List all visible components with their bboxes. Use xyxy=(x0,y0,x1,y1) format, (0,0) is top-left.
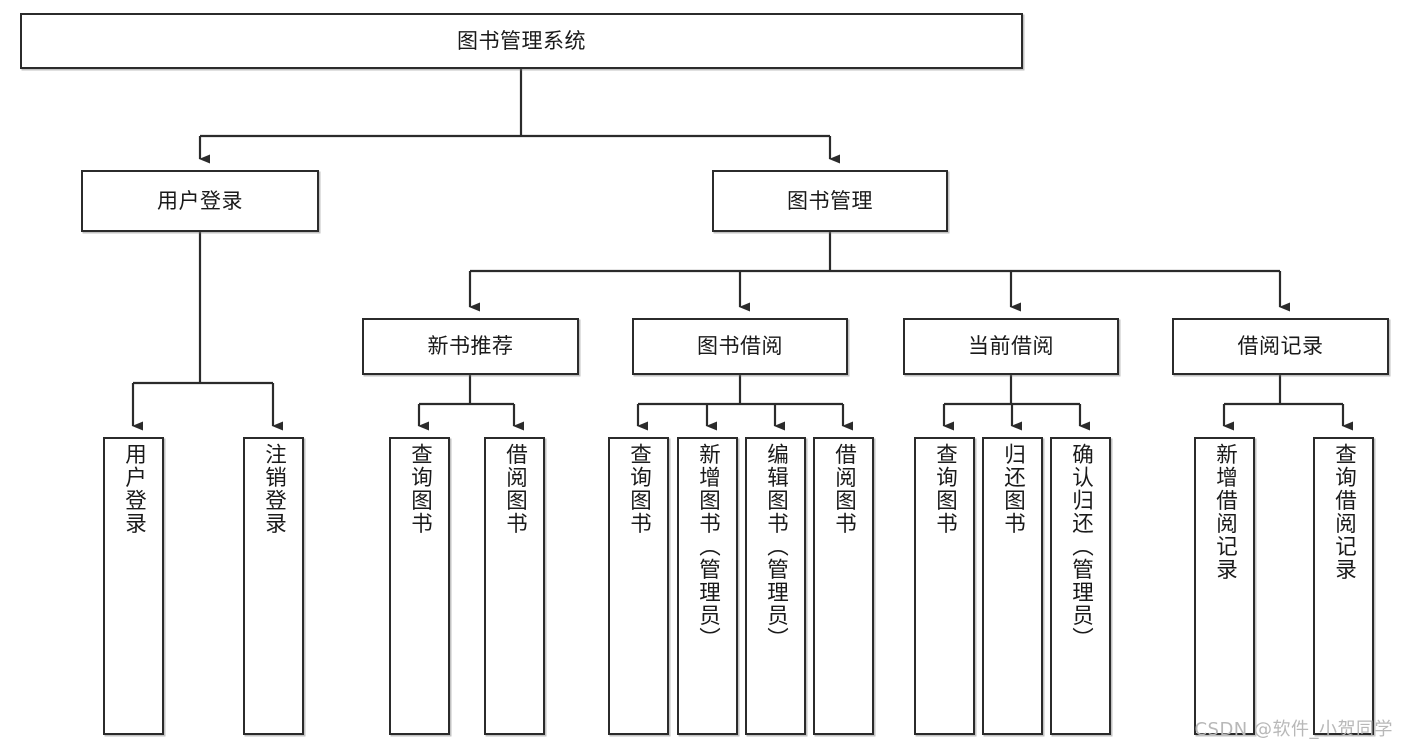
node-leaf-query-book-rec[interactable]: 查询图书 xyxy=(389,437,450,735)
node-leaf-return-book-label: 归还图书 xyxy=(1000,443,1026,535)
node-leaf-add-book-admin[interactable]: 新增图书（管理员） xyxy=(677,437,738,735)
node-leaf-borrow-book-label: 借阅图书 xyxy=(831,443,857,535)
node-leaf-edit-book-admin[interactable]: 编辑图书（管理员） xyxy=(745,437,806,735)
node-leaf-user-login-label: 用户登录 xyxy=(121,443,147,535)
node-root[interactable]: 图书管理系统 xyxy=(20,13,1023,69)
node-leaf-query-book-current-label: 查询图书 xyxy=(932,443,958,535)
node-current-borrow[interactable]: 当前借阅 xyxy=(903,318,1119,375)
node-borrow-record-label: 借阅记录 xyxy=(1237,334,1324,359)
watermark: CSDN @软件_小贺同学 xyxy=(1194,719,1393,740)
node-leaf-user-login[interactable]: 用户登录 xyxy=(103,437,164,735)
node-book-borrow-label: 图书借阅 xyxy=(697,334,783,359)
node-leaf-add-borrow-record[interactable]: 新增借阅记录 xyxy=(1194,437,1255,735)
node-leaf-query-book-current[interactable]: 查询图书 xyxy=(914,437,975,735)
node-book-borrow[interactable]: 图书借阅 xyxy=(632,318,848,375)
node-leaf-edit-book-admin-label: 编辑图书（管理员） xyxy=(763,443,789,650)
node-leaf-query-book-borrow-label: 查询图书 xyxy=(626,443,652,535)
node-leaf-return-book[interactable]: 归还图书 xyxy=(982,437,1043,735)
node-leaf-query-book-borrow[interactable]: 查询图书 xyxy=(608,437,669,735)
node-leaf-user-logout[interactable]: 注销登录 xyxy=(243,437,304,735)
node-leaf-borrow-book-rec-label: 借阅图书 xyxy=(502,443,528,535)
node-borrow-record[interactable]: 借阅记录 xyxy=(1172,318,1389,375)
node-current-borrow-label: 当前借阅 xyxy=(968,334,1054,359)
node-leaf-confirm-return-admin-label: 确认归还（管理员） xyxy=(1068,443,1094,650)
node-leaf-borrow-book-rec[interactable]: 借阅图书 xyxy=(484,437,545,735)
node-new-book-recommend-label: 新书推荐 xyxy=(427,334,514,359)
node-book-manage[interactable]: 图书管理 xyxy=(712,170,948,232)
node-user-login[interactable]: 用户登录 xyxy=(81,170,319,232)
node-root-label: 图书管理系统 xyxy=(457,28,586,53)
node-leaf-add-book-admin-label: 新增图书（管理员） xyxy=(695,443,721,650)
node-user-login-label: 用户登录 xyxy=(157,188,243,213)
node-leaf-confirm-return-admin[interactable]: 确认归还（管理员） xyxy=(1050,437,1111,735)
node-leaf-user-logout-label: 注销登录 xyxy=(261,443,287,535)
node-book-manage-label: 图书管理 xyxy=(787,188,873,213)
node-leaf-query-borrow-record[interactable]: 查询借阅记录 xyxy=(1313,437,1374,735)
node-leaf-query-borrow-record-label: 查询借阅记录 xyxy=(1331,443,1357,581)
node-leaf-add-borrow-record-label: 新增借阅记录 xyxy=(1212,443,1238,581)
node-leaf-borrow-book[interactable]: 借阅图书 xyxy=(813,437,874,735)
node-leaf-query-book-rec-label: 查询图书 xyxy=(407,443,433,535)
node-new-book-recommend[interactable]: 新书推荐 xyxy=(362,318,579,375)
